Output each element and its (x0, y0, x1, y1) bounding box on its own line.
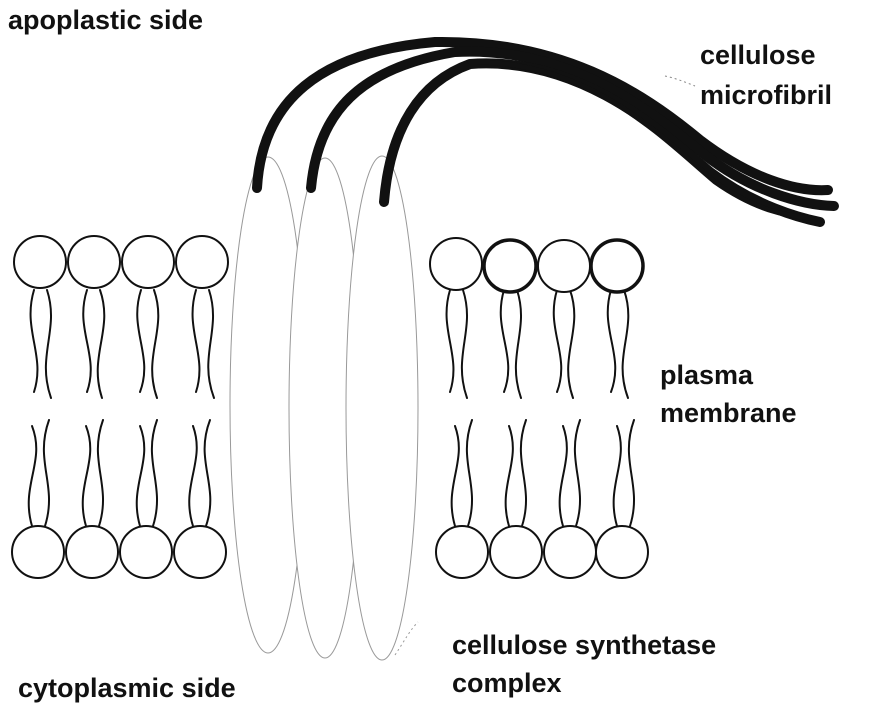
lipid-head (176, 236, 228, 288)
plasma-membrane-label: plasma membrane (660, 356, 797, 432)
lipid-tail (506, 420, 526, 526)
lipid-tail (189, 420, 210, 526)
lipid-head (544, 526, 596, 578)
lipid-head (14, 236, 66, 288)
lipid-head (430, 238, 482, 290)
cellulose-synthetase-complex-line-1: cellulose synthetase (452, 626, 716, 664)
cellulose-microfibril-line-1: cellulose (700, 35, 832, 75)
cytoplasmic-side-label: cytoplasmic side (18, 672, 236, 705)
cellulose-microfibril-label: cellulose microfibril (700, 35, 832, 115)
lipid-tail (614, 420, 634, 526)
lipid-head (436, 526, 488, 578)
lipid-tail (608, 290, 629, 398)
lipid-head (538, 240, 590, 292)
cellulose-microfibril-line-2: microfibril (700, 75, 832, 115)
right-lipid-bilayer (430, 238, 648, 578)
lipid-tail (83, 290, 104, 398)
lipid-tail (447, 290, 467, 398)
apoplastic-side-label: apoplastic side (8, 4, 203, 37)
lipid-tail (31, 290, 51, 398)
lipid-head (120, 526, 172, 578)
lipid-tail (83, 420, 103, 526)
lipid-head (174, 526, 226, 578)
lipid-tail (137, 420, 157, 526)
lipid-head (591, 240, 643, 292)
lipid-head (122, 236, 174, 288)
lipid-tail (501, 290, 521, 398)
microfibril-leader-line (665, 76, 695, 86)
lipid-head (596, 526, 648, 578)
lipid-head (484, 240, 536, 292)
lipid-tail (554, 290, 575, 398)
lipid-head (68, 236, 120, 288)
left-lipid-bilayer (12, 236, 228, 578)
lipid-head (490, 526, 542, 578)
lipid-tail (560, 420, 580, 526)
lipid-tail (193, 290, 214, 398)
cellulose-synthetase-complex-line-2: complex (452, 664, 716, 702)
lipid-tail (137, 290, 158, 398)
plasma-membrane-line-2: membrane (660, 394, 797, 432)
synthetase-complex (230, 156, 418, 660)
plasma-membrane-line-1: plasma (660, 356, 797, 394)
synthetase-subunit (346, 156, 418, 660)
lipid-head (66, 526, 118, 578)
lipid-tail (452, 420, 472, 526)
lipid-head (12, 526, 64, 578)
lipid-tail (29, 420, 49, 526)
cellulose-synthetase-complex-label: cellulose synthetase complex (452, 626, 716, 702)
